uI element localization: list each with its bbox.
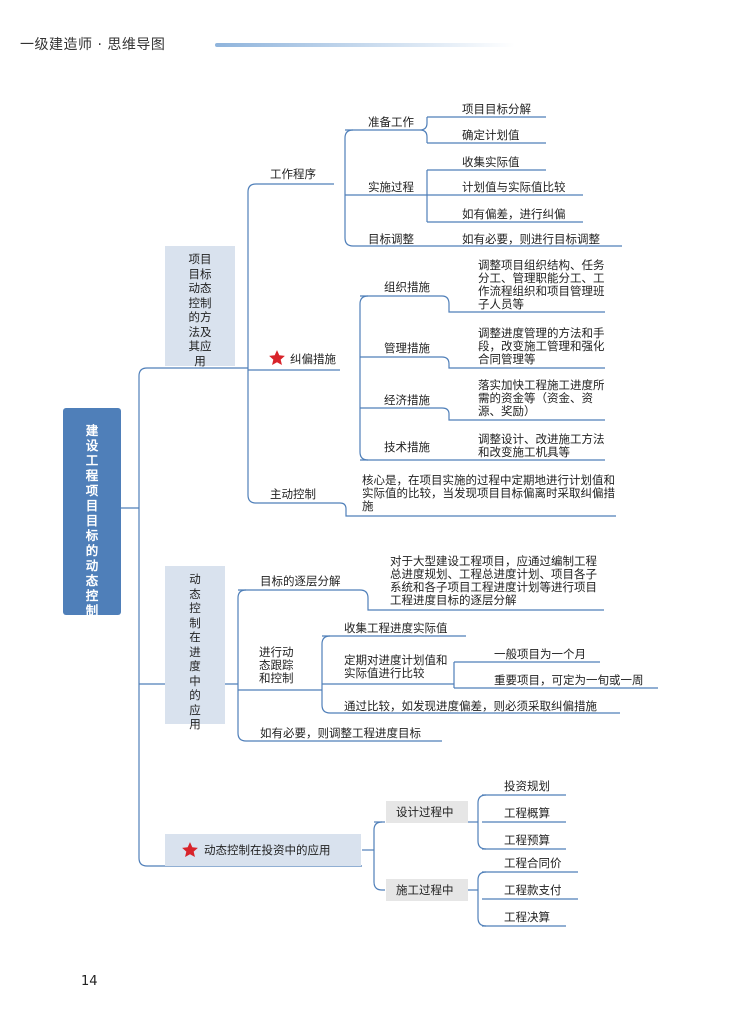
tech-text: 调整设计、改进施工方法和改变施工机具等 <box>478 432 605 459</box>
impl-label: 实施过程 <box>368 180 414 194</box>
adjust-label: 目标调整 <box>368 232 414 246</box>
tech-label: 技术措施 <box>384 440 430 454</box>
org-label: 组织措施 <box>384 280 430 294</box>
branch1-label: 项目目标动态控制的方法及其应用 <box>188 252 212 368</box>
track-label: 进行动态跟踪和控制 <box>259 645 294 685</box>
active-text: 核心是，在项目实施的过程中定期地进行计划值和实际值的比较，当发现项目目标偏离时采… <box>362 473 615 513</box>
branch3-box: 动态控制在投资中的应用 <box>165 834 361 866</box>
page-header-title: 一级建造师 · 思维导图 <box>20 37 166 53</box>
track-compare-item-2: 重要项目，可定为一旬或一周 <box>494 673 644 687</box>
branch3-label: 动态控制在投资中的应用 <box>204 842 331 857</box>
impl-item-2: 计划值与实际值比较 <box>462 180 566 194</box>
track-compare-label: 定期对进度计划值和实际值进行比较 <box>344 653 448 680</box>
impl-item-3: 如有偏差，进行纠偏 <box>462 207 566 221</box>
decompose-text: 对于大型建设工程项目，应通过编制工程总进度规划、工程总进度计划、项目各子系统和各… <box>390 554 597 607</box>
header-rule <box>215 43 515 47</box>
track-correct: 通过比较，如发现进度偏差，则必须采取纠偏措施 <box>344 699 597 713</box>
design-item-2: 工程概算 <box>504 806 550 820</box>
branch2-box: 动态控制在进度中的应用 <box>165 566 225 731</box>
track-compare-item-1: 一般项目为一个月 <box>494 647 586 661</box>
impl-item-1: 收集实际值 <box>462 155 520 169</box>
decompose-label: 目标的逐层分解 <box>260 574 341 588</box>
design-label: 设计过程中 <box>396 805 454 819</box>
construct-item-1: 工程合同价 <box>504 856 562 870</box>
construct-label: 施工过程中 <box>396 883 454 897</box>
root-label: 建设工程项目目标的动态控制 <box>85 423 99 618</box>
branch2-adjust: 如有必要，则调整工程进度目标 <box>260 726 421 740</box>
construct-box <box>386 879 468 901</box>
construct-item-3: 工程决算 <box>504 910 550 924</box>
root-node: 建设工程项目目标的动态控制 <box>63 408 121 618</box>
design-item-3: 工程预算 <box>504 833 550 847</box>
star-icon <box>181 841 199 859</box>
econ-text: 落实加快工程施工进度所需的资金等（资金、资源、奖励） <box>478 378 605 418</box>
design-item-1: 投资规划 <box>504 779 550 793</box>
prep-label: 准备工作 <box>368 115 414 129</box>
mgmt-label: 管理措施 <box>384 341 430 355</box>
mgmt-text: 调整进度管理的方法和手段，改变施工管理和强化合同管理等 <box>478 326 605 366</box>
econ-label: 经济措施 <box>384 393 430 407</box>
construct-item-2: 工程款支付 <box>504 883 562 897</box>
org-text: 调整项目组织结构、任务分工、管理职能分工、工作流程组织和项目管理班子人员等 <box>478 258 605 311</box>
correction-label: 纠偏措施 <box>290 352 336 366</box>
adjust-item: 如有必要，则进行目标调整 <box>462 232 600 246</box>
work-procedure-label: 工作程序 <box>270 167 316 181</box>
design-box <box>386 801 468 823</box>
prep-item-1: 项目目标分解 <box>462 102 531 116</box>
branch2-label: 动态控制在进度中的应用 <box>189 572 201 731</box>
page-number: 14 <box>81 974 98 989</box>
prep-item-2: 确定计划值 <box>462 128 520 142</box>
track-collect: 收集工程进度实际值 <box>344 621 448 635</box>
branch1-box: 项目目标动态控制的方法及其应用 <box>165 246 235 368</box>
star-icon <box>268 349 286 367</box>
active-label: 主动控制 <box>270 487 316 501</box>
